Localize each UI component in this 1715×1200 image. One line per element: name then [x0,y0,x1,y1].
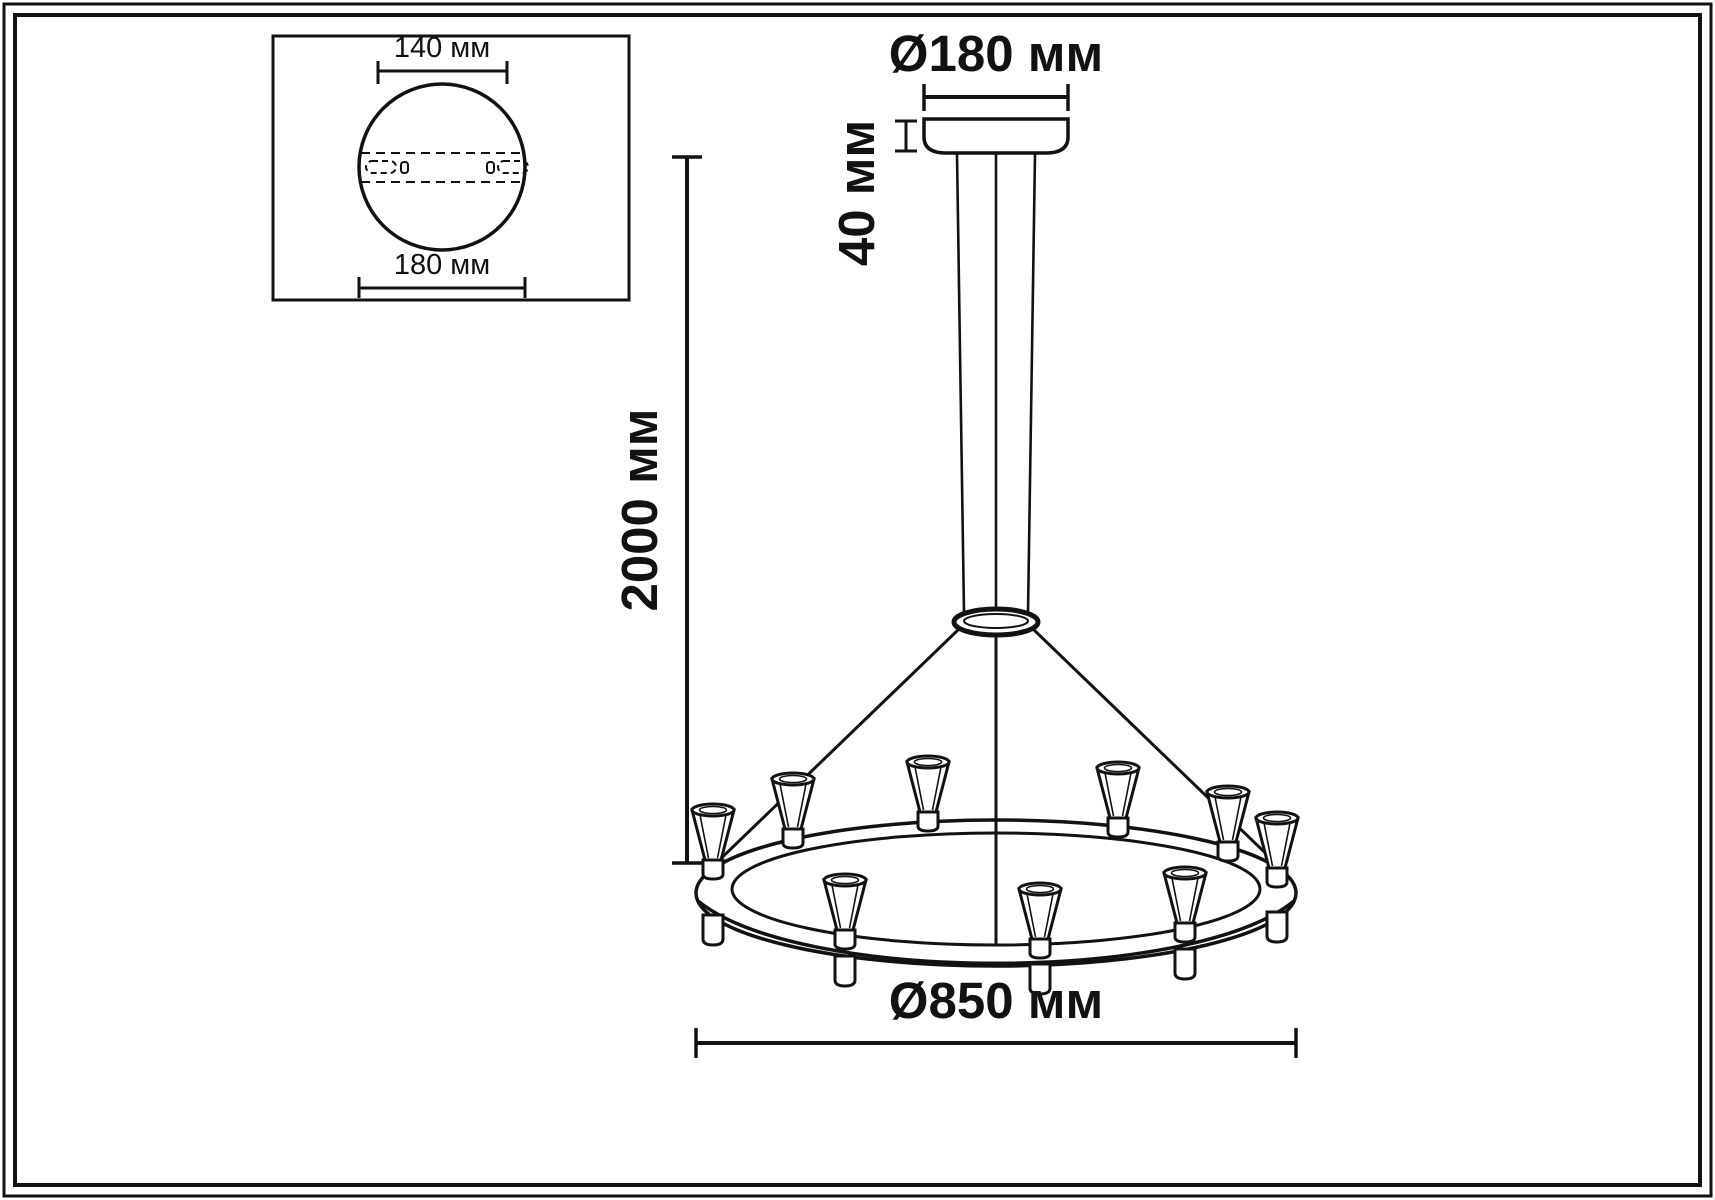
inset-inner-dim-label: 140 мм [394,32,490,64]
ceiling-canopy [922,117,1070,155]
holder-nub [833,954,857,988]
dimension-suspension-length: 2000 мм [611,155,702,865]
slot-right [497,160,529,174]
inset-mount-plate-view: 140 мм 180 мм [271,32,631,302]
frame-inner [13,13,1702,1187]
wire-left [955,153,966,614]
canopy-height-label: 40 мм [828,120,885,266]
holder-nub [1265,910,1289,944]
inset-outer-dim-label: 180 мм [394,249,490,281]
cone-frame [707,627,1285,946]
suspension-wires [955,153,1037,614]
mount-plate-circle [357,82,527,252]
mounting-slots [361,152,529,183]
ring-outer-edge [694,818,1298,968]
dimension-canopy-diameter: Ø180 мм [889,25,1103,111]
screw-hole-left [400,161,409,174]
ring-diameter-label: Ø850 мм [889,972,1103,1029]
ring-inner-edge [730,831,1262,947]
lamp [1017,881,1063,960]
strut-left [707,627,961,872]
holder-nub [1173,947,1197,981]
hanger-ring [951,606,1041,638]
ring-front-rim [696,899,1296,965]
dimension-140: 140 мм [376,32,509,84]
dimension-180: 180 мм [357,249,527,298]
light-ring [694,818,1298,968]
dimension-canopy-height: 40 мм [828,119,917,266]
wire-right [1026,153,1037,614]
slot-left [365,160,397,174]
lamp [690,802,736,881]
dimension-ring-diameter: Ø850 мм [694,972,1298,1058]
strut-right [1031,627,1285,872]
holder-nub [701,913,725,947]
screw-hole-right [486,161,495,174]
canopy-diameter-label: Ø180 мм [889,25,1103,82]
suspension-length-label: 2000 мм [611,408,668,611]
